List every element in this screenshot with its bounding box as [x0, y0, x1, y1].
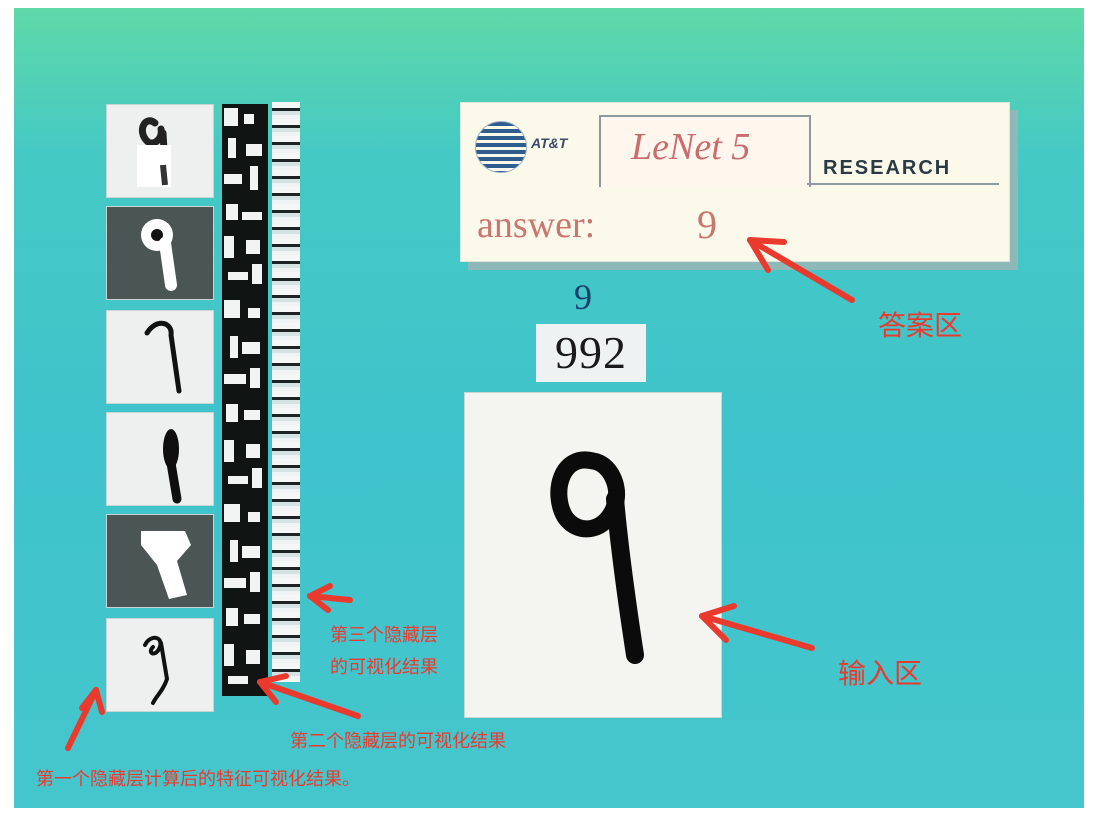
answer-label: answer:: [477, 204, 596, 246]
feature-map-image: [141, 531, 191, 599]
handwritten-digit-image: [550, 451, 644, 664]
layer1-feature-map: [106, 514, 214, 608]
lenet-demo-screen: AT&T LeNet 5 RESEARCH answer: 9 9 992 答案…: [14, 8, 1084, 808]
feature-map-image: [137, 117, 171, 187]
annotation-layer3-line2: 的可视化结果: [330, 657, 438, 678]
page-title: LeNet 5: [631, 126, 751, 168]
layer2-feature-maps: [222, 104, 268, 696]
feature-map-image: [144, 320, 182, 394]
annotation-layer2: 第二个隐藏层的可视化结果: [290, 731, 506, 752]
annotation-layer1: 第一个隐藏层计算后的特征可视化结果。: [36, 769, 360, 790]
candidate-digits: 992: [536, 324, 646, 382]
layer1-feature-map: [106, 104, 214, 198]
annotation-input-area: 输入区: [838, 657, 923, 690]
divider: [807, 183, 999, 185]
feature-map-image: [163, 429, 182, 504]
layer3-feature-maps: [272, 102, 300, 682]
att-globe-icon: [475, 121, 527, 173]
input-digit-box: [464, 392, 722, 718]
feature-map-image: [141, 219, 177, 291]
annotation-arrows: [65, 237, 855, 751]
annotation-layer3-line1: 第三个隐藏层: [330, 625, 438, 646]
annotation-answer-area: 答案区: [878, 309, 963, 342]
logo-text: AT&T: [531, 135, 568, 151]
predicted-digit: 9: [574, 277, 592, 317]
layer1-feature-map: [106, 310, 214, 404]
layer2-feature-image: [224, 108, 262, 684]
feature-map-image: [143, 635, 170, 705]
layer1-feature-map: [106, 412, 214, 506]
title-tab: [599, 115, 811, 187]
layer1-feature-map: [106, 206, 214, 300]
lenet-header-panel: AT&T LeNet 5 RESEARCH answer: 9: [460, 102, 1010, 262]
layer1-feature-map: [106, 618, 214, 712]
answer-value: 9: [697, 202, 717, 247]
research-label: RESEARCH: [823, 157, 952, 179]
